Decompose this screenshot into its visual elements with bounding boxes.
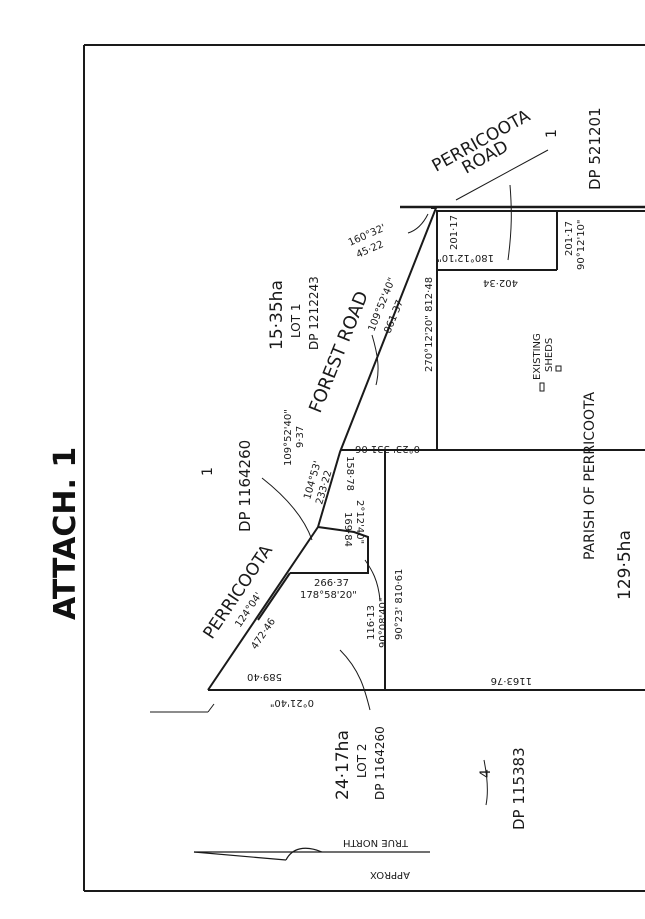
measure-bearing: 0°23' 331·06 xyxy=(355,443,420,454)
measure-distance: 201·17 xyxy=(449,215,460,250)
lot-2-label: 24·17ha LOT 2 DP 1164260 xyxy=(333,726,387,800)
measure-distance: 9·37 xyxy=(295,426,306,448)
shed-icon xyxy=(539,365,562,392)
measure-bearing: 270°12'20" 812·48 xyxy=(424,277,435,372)
measure-distance: 201·17 xyxy=(564,221,575,256)
north-label-approx: APPROX xyxy=(370,869,410,880)
lot-1-area: 15·35ha xyxy=(267,280,287,350)
parish-name: PARISH OF PERRICOOTA xyxy=(582,391,598,560)
leader-lines xyxy=(150,184,512,806)
measure-distance: 116·13 xyxy=(366,605,377,640)
parcel-115383-dp: DP 115383 xyxy=(510,747,528,830)
measure-bearing: 0°21'40" xyxy=(270,697,314,708)
lot-2-number: LOT 2 xyxy=(355,744,369,778)
attach-label: ATTACH. 1 xyxy=(48,447,83,620)
lot-2-area: 24·17ha xyxy=(333,730,353,800)
measure-distance: 266·37 xyxy=(314,578,349,589)
measure-distance: 402·34 xyxy=(483,277,518,288)
measure-distance: 158·78 xyxy=(344,456,355,491)
north-arrow-icon xyxy=(193,847,430,861)
parcel-1164260-dp: DP 1164260 xyxy=(236,440,254,532)
parcel-115383-number: 4 xyxy=(478,769,494,778)
sheds-line-2: SHEDS xyxy=(544,338,555,372)
lot-1-dp: DP 1212243 xyxy=(307,276,321,350)
parish-area: 129·5ha xyxy=(615,530,635,600)
lot-1-label: 15·35ha LOT 1 DP 1212243 xyxy=(267,276,321,350)
lot-boundaries xyxy=(207,207,645,691)
measure-bearing: 109°52'40" xyxy=(283,409,294,466)
measure-bearing: 180°12'10" xyxy=(437,252,494,263)
lot-2-dp: DP 1164260 xyxy=(373,726,387,800)
measure-distance: 1163·76 xyxy=(491,675,532,686)
parcel-1164260-number: 1 xyxy=(200,467,216,476)
lot-1-number: LOT 1 xyxy=(289,304,303,338)
parcel-521201-dp: DP 521201 xyxy=(586,107,604,190)
measure-bearing: 2°12'40" xyxy=(354,500,365,544)
parcel-521201-number: 1 xyxy=(544,129,560,138)
measure-bearing: 90°08'40" xyxy=(378,597,389,648)
north-label-true-north: TRUE NORTH xyxy=(343,837,409,848)
sheds-line-1: EXISTING xyxy=(532,333,543,380)
measure-distance: 169·84 xyxy=(342,512,353,547)
measure-distance: 589·40 xyxy=(247,671,282,682)
measure-bearing: 178°58'20" xyxy=(300,590,357,601)
measure-bearing: 90°12'10" xyxy=(576,219,587,270)
measure-bearing: 90°23' 810·61 xyxy=(394,569,405,640)
plan-border xyxy=(83,44,645,892)
perricoota-road-lines xyxy=(400,149,645,212)
